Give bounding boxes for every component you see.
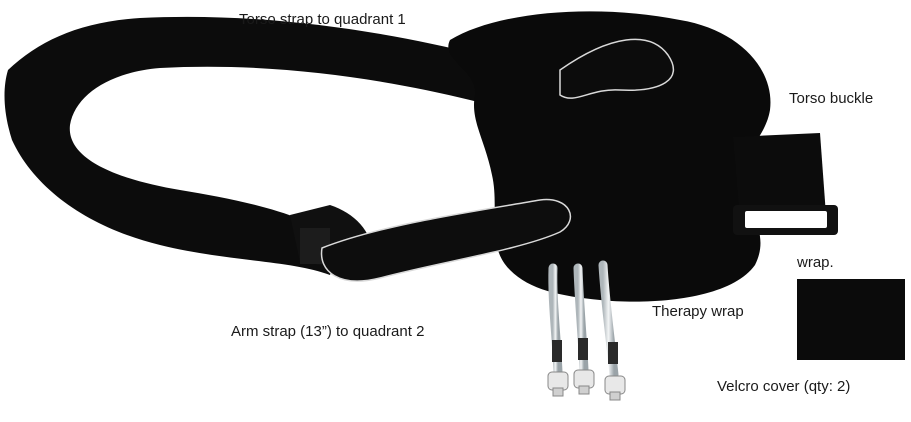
torso-buckle <box>733 133 838 235</box>
velcro-cover-label: Velcro cover (qty: 2) <box>717 378 850 396</box>
torso-buckle-label: Torso buckle <box>789 90 873 108</box>
therapy-wrap-label: Therapy wrap <box>652 303 744 321</box>
arm-strap-label: Arm strap (13”) to quadrant 2 <box>231 323 424 341</box>
velcro-cover <box>797 279 905 360</box>
wrap-fragment-label: wrap. <box>797 254 834 272</box>
therapy-wrap <box>448 11 770 301</box>
torso-strap-label: Torso strap to quadrant 1 <box>239 11 406 29</box>
